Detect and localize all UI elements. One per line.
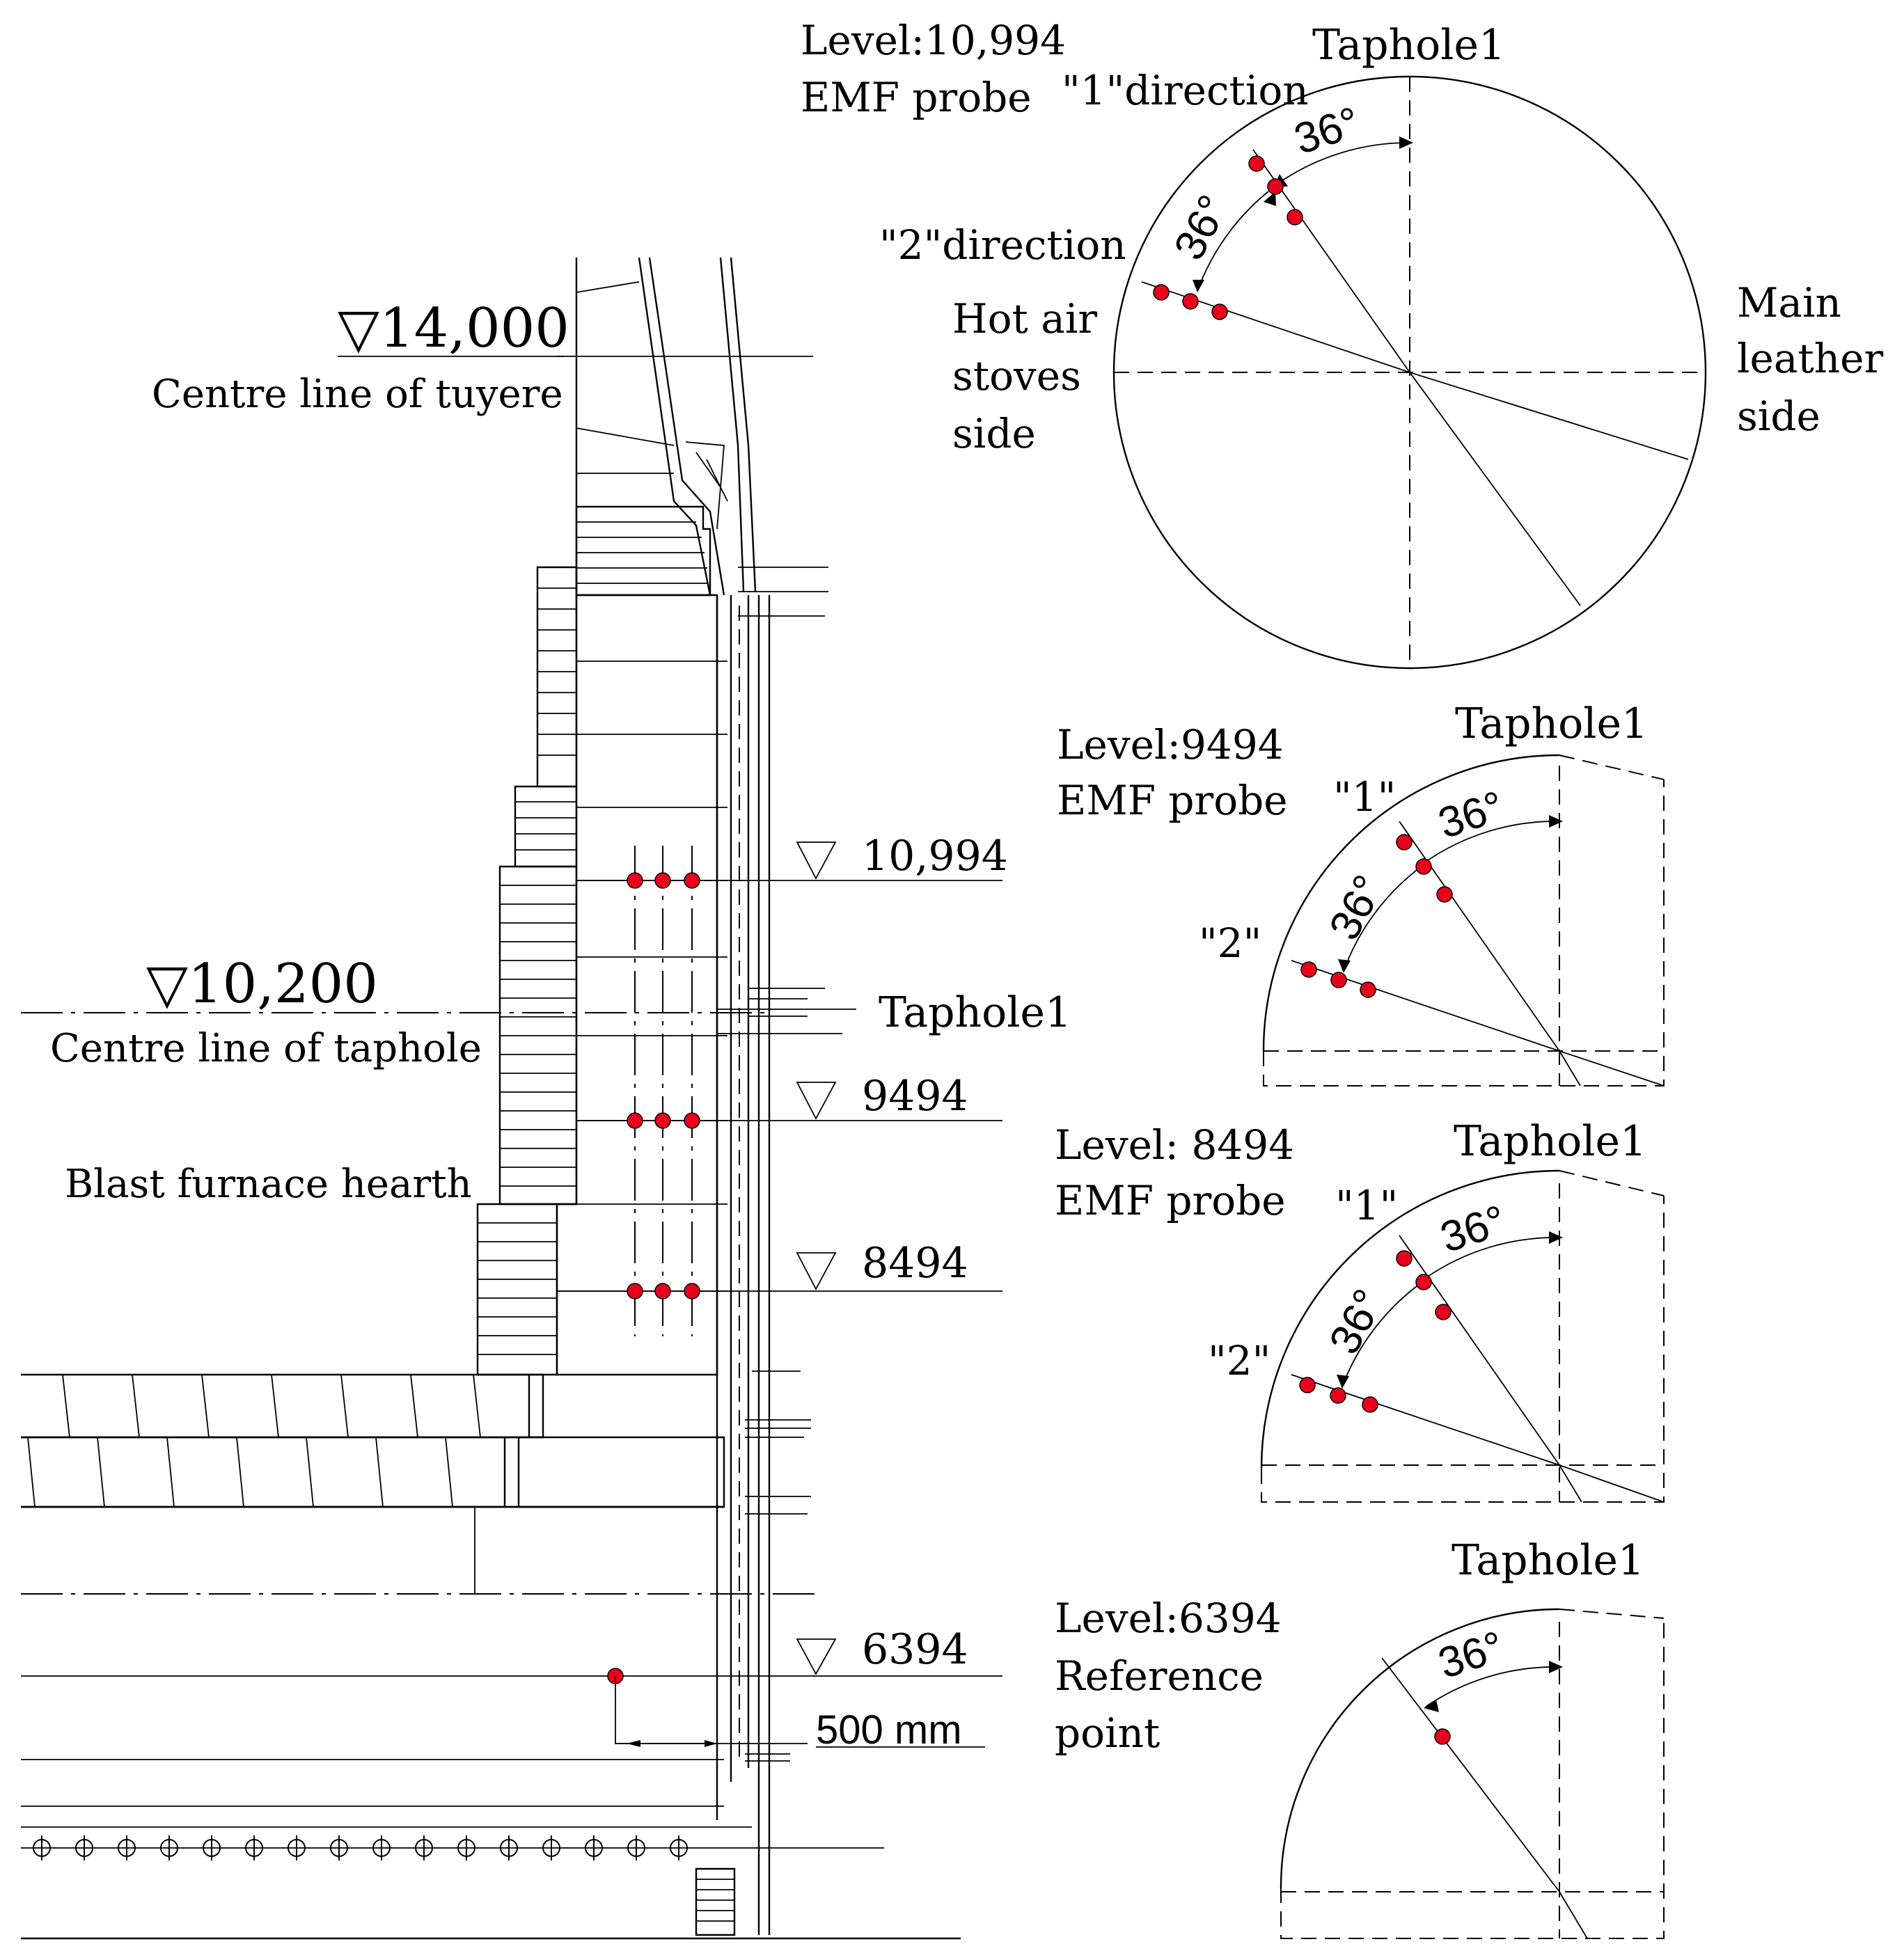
plan-6394-level: Level:6394 — [1055, 1595, 1282, 1642]
plan-top-east-3: side — [1737, 393, 1820, 440]
hearth-wall-block — [556, 594, 718, 1376]
probe-dot — [1396, 834, 1413, 851]
plan-8494 — [1260, 1169, 1665, 1503]
probe-dot — [1396, 1250, 1413, 1267]
bottom-stair-block — [695, 1867, 736, 1936]
plan-top-dir1: "1"direction — [1062, 67, 1309, 114]
elev-6394-label: 6394 — [862, 1625, 968, 1674]
elevation-14000: ▽14,000 — [338, 297, 569, 360]
tuyere-wall-line-3 — [719, 257, 745, 592]
tuyere-cross-2 — [576, 427, 675, 446]
probe-dot — [1153, 284, 1170, 301]
elev-8494-label: 8494 — [862, 1239, 968, 1288]
tuyere-wall-line-4 — [730, 257, 757, 592]
stepped-lining — [476, 505, 711, 1376]
elev-10994-label: 10,994 — [862, 832, 1008, 880]
plan-9494-probe: EMF probe — [1057, 777, 1288, 824]
plan-top-east-2: leather — [1737, 335, 1883, 382]
plan-top-east-1: Main — [1737, 279, 1841, 326]
probe-dot — [684, 872, 700, 889]
probe-dot — [654, 1112, 671, 1129]
plan-9494-level: Level:9494 — [1057, 721, 1284, 768]
elevation-markers — [796, 841, 837, 1675]
hearth-label: Blast furnace hearth — [65, 1162, 472, 1207]
probe-dot — [1435, 1304, 1452, 1320]
hearth-wall-block-rows — [557, 661, 727, 1292]
plan-9494-dir2: "2" — [1199, 919, 1261, 967]
probe-dot — [684, 1112, 700, 1129]
plan-9494-dir1: "1" — [1333, 773, 1396, 821]
probe-dot — [1267, 178, 1284, 195]
plan-6394-taphole: Taphole1 — [1452, 1536, 1644, 1585]
elev-9494-label: 9494 — [862, 1072, 968, 1121]
tuyere-nozzle — [685, 441, 728, 530]
probe-dot — [1436, 886, 1453, 903]
probe-dot — [1287, 209, 1303, 226]
probe-dot — [1300, 961, 1317, 978]
probe-dot — [627, 1283, 643, 1299]
hearth-bottom-slabs — [21, 1373, 961, 1940]
plan-6394-ref-1: Reference — [1055, 1652, 1264, 1700]
plan-top-level: Level:10,994 — [801, 17, 1066, 64]
probe-dot — [1299, 1377, 1316, 1393]
probe-dot — [654, 1283, 671, 1299]
tuyere-centre-caption: Centre line of tuyere — [152, 372, 563, 417]
probe-dot — [1248, 155, 1265, 172]
plan-8494-probe: EMF probe — [1055, 1177, 1286, 1224]
cooling-pipe-symbols — [33, 1835, 688, 1860]
probe-dot — [627, 1112, 643, 1129]
tuyere-wall-line-2 — [648, 257, 725, 596]
probe-dot — [1211, 303, 1228, 320]
plan-top-west-3: side — [952, 410, 1036, 457]
probe-dot — [1330, 1387, 1346, 1404]
plan-top-probe: EMF probe — [801, 74, 1032, 121]
taphole-ref-line — [717, 1009, 856, 1034]
plan-9494-taphole: Taphole1 — [1455, 700, 1648, 748]
plan-8494-angle2: 36° — [1320, 1281, 1393, 1361]
probe-dot — [1415, 858, 1432, 875]
elevation-10200: ▽10,200 — [146, 953, 378, 1015]
probe-dot — [1182, 293, 1199, 310]
plan-6394 — [1280, 1608, 1665, 1939]
plan-top-dir2: "2"direction — [879, 221, 1126, 269]
plan-top-west-1: Hot air — [952, 295, 1097, 342]
plan-8494-dir1: "1" — [1335, 1182, 1398, 1229]
plan-8494-dir2: "2" — [1208, 1337, 1271, 1384]
probe-dot — [1360, 981, 1376, 998]
plan-8494-angle1: 36° — [1435, 1196, 1511, 1263]
probe-dots-10994 — [623, 872, 705, 889]
plan-9494 — [1262, 754, 1665, 1086]
furnace-section — [21, 257, 1002, 1940]
probe-dot — [684, 1283, 700, 1299]
section-taphole-label: Taphole1 — [879, 988, 1071, 1037]
probe-dot — [627, 872, 643, 889]
plan-top-taphole: Taphole1 — [1312, 21, 1505, 70]
tuyere-wall-line-1 — [638, 257, 711, 596]
reference-point-section — [607, 1668, 808, 1747]
probe-dot — [1330, 972, 1347, 988]
plan-8494-level: Level: 8494 — [1055, 1121, 1294, 1169]
probe-dots-8494 — [627, 1283, 700, 1299]
plan-9494-angle1: 36° — [1433, 782, 1509, 848]
plan-6394-ref-2: point — [1055, 1709, 1160, 1757]
taphole-centre-caption: Centre line of taphole — [50, 1026, 482, 1071]
plan-10994 — [1112, 75, 1707, 670]
offset-label: 500 mm — [816, 1707, 962, 1753]
plan-top-angle2: 36° — [1165, 187, 1238, 267]
plan-6394-angle1: 36° — [1433, 1622, 1509, 1689]
tuyere-cross-1 — [576, 281, 640, 293]
probe-dot — [1434, 1728, 1451, 1745]
probe-dot — [654, 872, 671, 889]
shell-ticks — [738, 567, 828, 1762]
plan-9494-angle2: 36° — [1320, 867, 1393, 947]
probe-dots-9494 — [627, 1112, 700, 1129]
probe-dot — [1362, 1396, 1378, 1413]
probe-dot — [1415, 1274, 1432, 1290]
plan-8494-taphole: Taphole1 — [1454, 1117, 1646, 1166]
plan-top-west-2: stoves — [952, 352, 1081, 400]
